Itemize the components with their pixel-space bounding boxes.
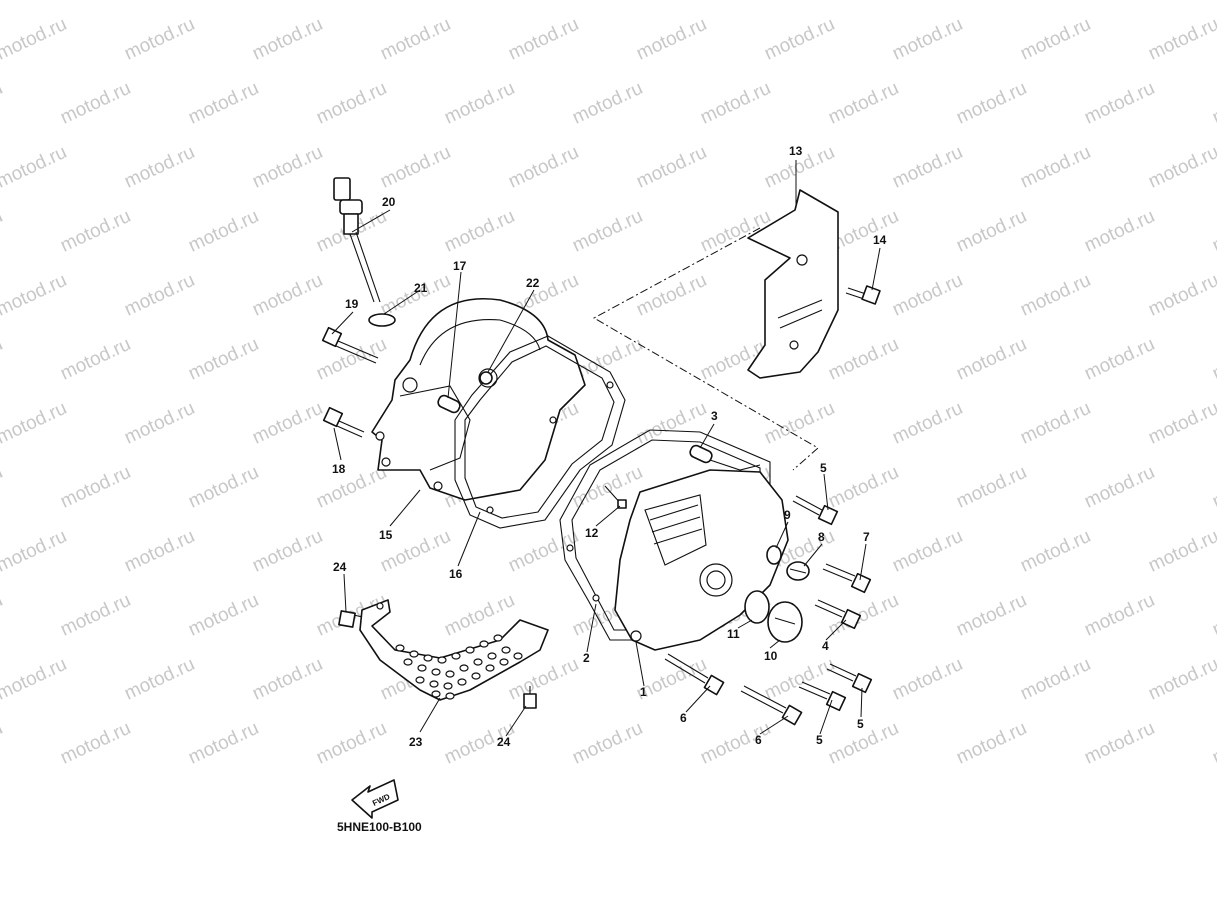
part-15-crankcase-cover-left[interactable]: [371, 298, 586, 501]
part-12-dowel[interactable]: [604, 485, 627, 509]
part-5-bolt-bottom[interactable]: [798, 681, 847, 712]
skid-plate-hole: [493, 634, 503, 642]
callout-5-top: 5: [820, 461, 827, 475]
callout-11: 11: [727, 627, 740, 641]
callout-7: 7: [863, 530, 870, 544]
callout-1: 1: [640, 685, 647, 699]
skid-plate-hole: [513, 652, 523, 660]
part-22-oil-seal[interactable]: [479, 371, 493, 385]
skid-plate-hole: [429, 680, 439, 688]
skid-plate-hole: [487, 652, 497, 660]
skid-plate-hole: [471, 672, 481, 680]
part-5-bolt-right[interactable]: [826, 663, 873, 694]
skid-plate-holes: [395, 634, 523, 700]
fwd-arrow-icon: FWD: [351, 779, 399, 819]
skid-plate-hole: [403, 658, 413, 666]
callout-18: 18: [332, 462, 346, 476]
skid-plate-hole: [431, 690, 441, 698]
callout-24-top: 24: [333, 560, 347, 574]
part-3-pipe-fitting[interactable]: [688, 444, 761, 471]
part-24-screw-bottom[interactable]: [523, 686, 537, 709]
part-18-bolt[interactable]: [322, 406, 365, 438]
skid-plate-hole: [395, 644, 405, 652]
part-20-dipstick[interactable]: [333, 177, 381, 303]
callout-4: 4: [822, 639, 829, 653]
skid-plate-hole: [445, 670, 455, 678]
part-5-bolt-top[interactable]: [792, 495, 839, 526]
callout-9: 9: [784, 508, 791, 522]
skid-plate-hole: [431, 668, 441, 676]
callout-6-left: 6: [680, 711, 687, 725]
part-17-dowel-pin[interactable]: [436, 394, 461, 414]
skid-plate-hole: [501, 646, 511, 654]
part-14-bolt[interactable]: [845, 285, 881, 305]
part-6-bolt-left[interactable]: [664, 653, 725, 696]
callout-6-right: 6: [755, 733, 762, 747]
callout-17: 17: [453, 259, 467, 273]
part-6-bolt-right[interactable]: [740, 685, 803, 726]
skid-plate-hole: [409, 650, 419, 658]
skid-plate-hole: [479, 640, 489, 648]
skid-plate-hole: [451, 652, 461, 660]
part-10-cap[interactable]: [767, 601, 803, 643]
skid-plate-hole: [437, 656, 447, 664]
callout-8: 8: [818, 530, 825, 544]
callout-16: 16: [449, 567, 463, 581]
part-13-cover[interactable]: [747, 189, 839, 379]
skid-plate-hole: [473, 658, 483, 666]
callout-5-right: 5: [857, 717, 864, 731]
callout-19: 19: [345, 297, 359, 311]
callout-23: 23: [409, 735, 423, 749]
callout-5-bottom: 5: [816, 733, 823, 747]
callout-14: 14: [873, 233, 887, 247]
skid-plate-hole: [443, 682, 453, 690]
callout-21: 21: [414, 281, 428, 295]
skid-plate-hole: [445, 692, 455, 700]
callout-12: 12: [585, 526, 599, 540]
callout-labels: 1 2 3 4 5 5 5 6 6 7 8 9 10 11 12 13 14 1…: [332, 144, 887, 749]
part-7-bolt[interactable]: [822, 563, 872, 594]
skid-plate-hole: [417, 664, 427, 672]
part-4-bolt[interactable]: [814, 599, 862, 630]
part-19-bolt[interactable]: [321, 326, 379, 364]
part-11-o-ring[interactable]: [744, 590, 770, 624]
part-9-o-ring[interactable]: [766, 545, 782, 565]
callout-3: 3: [711, 409, 718, 423]
part-16-gasket[interactable]: [454, 335, 626, 529]
callout-20: 20: [382, 195, 396, 209]
skid-plate-hole: [457, 678, 467, 686]
callout-24-bottom: 24: [497, 735, 511, 749]
leader-lines: [331, 160, 881, 737]
skid-plate-hole: [415, 676, 425, 684]
callout-2: 2: [583, 651, 590, 665]
part-8-plug[interactable]: [786, 561, 810, 581]
callout-15: 15: [379, 528, 393, 542]
diagram-code: 5HNE100-B100: [337, 820, 422, 834]
part-1-crankcase-cover-right[interactable]: [614, 469, 789, 651]
callout-13: 13: [789, 144, 803, 158]
skid-plate-hole: [423, 654, 433, 662]
callout-22: 22: [526, 276, 540, 290]
part-23-skid-plate[interactable]: [359, 599, 549, 701]
part-21-o-ring[interactable]: [368, 313, 396, 327]
skid-plate-hole: [459, 664, 469, 672]
callout-10: 10: [764, 649, 778, 663]
reference-lines: [592, 227, 819, 471]
skid-plate-hole: [465, 646, 475, 654]
skid-plate-hole: [485, 664, 495, 672]
skid-plate-hole: [499, 658, 509, 666]
part-24-screw-top[interactable]: [338, 610, 363, 628]
